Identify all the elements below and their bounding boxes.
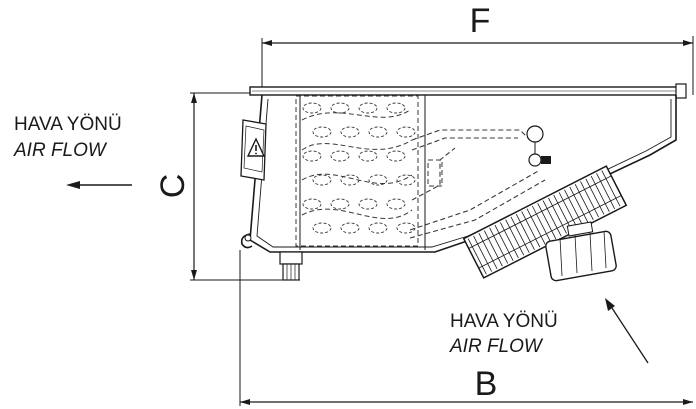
fan-guard-bar: [526, 208, 546, 245]
fan-guard-bar: [596, 173, 616, 210]
coil-tube: [340, 222, 360, 234]
coil-tube: [302, 198, 322, 210]
fan-guard-bar: [473, 235, 493, 272]
fan-guard-bar: [564, 189, 583, 226]
fan-guard-bar: [483, 230, 503, 267]
coil-tube: [386, 150, 406, 162]
fan-guard-bar: [505, 219, 525, 256]
right-airflow-arrow-icon: [605, 298, 649, 364]
fan-guard-bar: [537, 203, 557, 240]
fan-guard-bar: [553, 194, 573, 231]
left-airflow-subtitle: AIR FLOW: [13, 140, 108, 161]
coil-tube: [396, 222, 416, 234]
fan-guard-bar: [467, 238, 487, 275]
dimension-b-label: B: [475, 365, 498, 403]
right-airflow-subtitle: AIR FLOW: [449, 336, 544, 357]
coil-tube: [368, 126, 388, 138]
dimension-f: [261, 36, 694, 95]
right-airflow-title: HAVA YÖNÜ: [450, 311, 558, 332]
coil-tube: [312, 126, 332, 138]
coil-tube: [386, 198, 406, 210]
fan-guard-bar: [494, 224, 514, 261]
coil-tube: [396, 174, 416, 186]
coil-tube: [358, 150, 378, 162]
dimension-f-label: F: [470, 2, 491, 40]
dimension-c-label: C: [154, 174, 192, 199]
coil-tube: [396, 126, 416, 138]
fan-guard-bar: [585, 178, 605, 215]
drain-fitting: [279, 251, 303, 281]
dimension-b: [239, 250, 693, 406]
drain-hook: [240, 233, 253, 249]
fan-guard-bar: [601, 170, 621, 207]
coil-block: [295, 95, 419, 247]
warning-icon: [246, 137, 266, 157]
fan-guard-bar: [580, 181, 599, 218]
piping: [409, 129, 546, 239]
coil-tube: [386, 102, 406, 114]
fan-guard-bar: [489, 227, 509, 264]
coil-tube: [330, 102, 350, 114]
coil-tube: [312, 222, 332, 234]
fan-motor: [545, 221, 617, 282]
coil-tube: [302, 150, 322, 162]
fan-guard: [462, 165, 628, 279]
fan-guard-bar: [510, 216, 530, 253]
fan-guard-bar: [499, 222, 519, 259]
fan-guard-bar: [542, 200, 562, 237]
coil-tube: [302, 102, 322, 114]
fan-guard-bar: [478, 233, 498, 270]
coil-tube: [340, 126, 360, 138]
dimension-c: [190, 92, 300, 281]
coil-tubes: [302, 102, 416, 234]
unit-body: [249, 83, 687, 253]
left-airflow-arrow-icon: [66, 181, 132, 189]
expansion-valve: [526, 125, 551, 167]
fan-guard-bar: [590, 175, 610, 212]
fan-guard-bar: [569, 186, 589, 223]
coil-tube: [330, 198, 350, 210]
fan-guard-bar: [531, 205, 551, 242]
fan-guard-bar: [558, 192, 578, 229]
coil-tube: [358, 102, 378, 114]
fan-guard-bar: [574, 184, 594, 221]
left-airflow-title: HAVA YÖNÜ: [14, 114, 122, 135]
fan-guard-bar: [548, 197, 567, 234]
coil-tube: [358, 198, 378, 210]
fan-guard-bar: [515, 213, 535, 250]
fan-guard-bar: [521, 211, 541, 248]
coil-tube: [368, 222, 388, 234]
coil-tube: [330, 150, 350, 162]
coil-tube: [312, 174, 332, 186]
coil-tube: [368, 174, 388, 186]
